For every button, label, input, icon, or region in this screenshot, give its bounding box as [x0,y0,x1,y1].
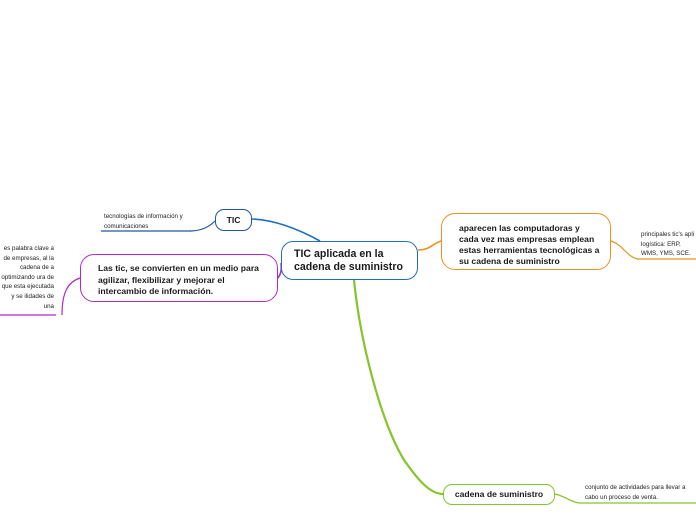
link-orange-note [610,240,639,260]
link-tic-note [189,220,216,232]
topic-computers[interactable]: aparecen las computadoras y cada vez mas… [441,213,611,270]
link-central-tic [251,218,321,242]
topic-tic-label: TIC [226,215,241,225]
topic-tic[interactable]: TIC [215,209,252,231]
topic-computers-label: aparecen las computadoras y cada vez mas… [459,223,600,266]
central-topic[interactable]: TIC aplicada en la cadena de suministro [281,241,418,280]
link-central-green [352,279,444,496]
note-agility-detail: es palabra clave a de empresas, al la ca… [1,245,54,310]
link-central-orange [417,240,442,251]
central-topic-label: TIC aplicada en la cadena de suministro [294,248,403,273]
note-main-tics: principales tic's apli logística: ERP, W… [641,231,695,258]
topic-supply-chain-label: cadena de suministro [454,489,544,499]
link-green-note [554,493,581,504]
link-purple-note [61,277,81,316]
topic-supply-chain[interactable]: cadena de suministro [443,484,555,505]
note-supply-chain-definition: conjunto de actividades para llevar a ca… [585,484,686,501]
note-tic-definition: tecnologías de información y comunicacio… [104,213,183,230]
topic-tic-agility-label: Las tic, se convierten en un medio para … [98,263,259,296]
topic-tic-agility[interactable]: Las tic, se convierten en un medio para … [80,254,278,302]
